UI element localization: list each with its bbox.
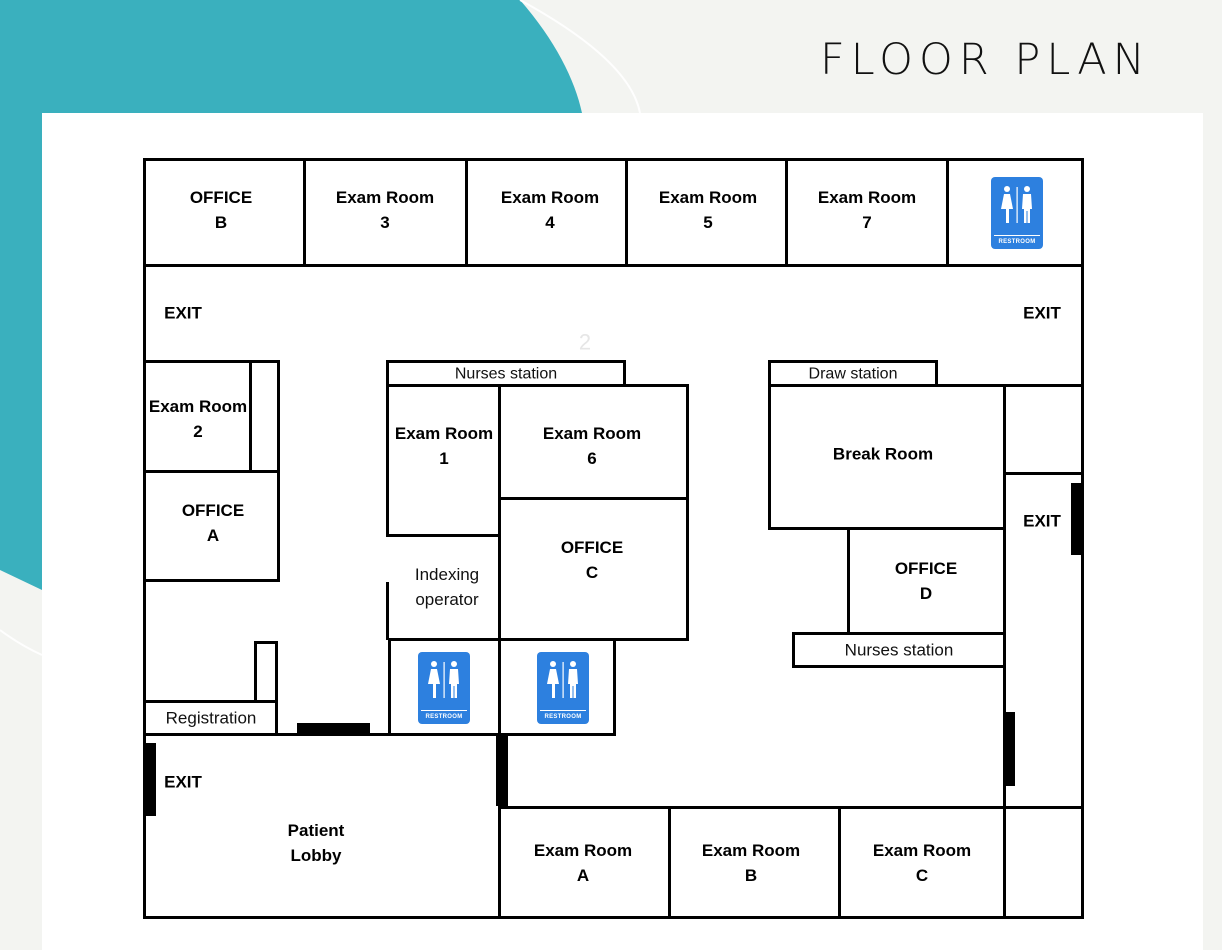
room-office-a[interactable]	[143, 470, 280, 582]
room-patient-lobby[interactable]	[143, 733, 501, 919]
lobby-inner-door	[496, 734, 508, 806]
label-nurses-station-right: Nurses station	[844, 640, 954, 660]
lobby-door	[297, 723, 370, 733]
nurses-station-right[interactable]	[792, 632, 1006, 668]
restroom-sign-label: RESTROOM	[540, 710, 586, 720]
exit-door-lobby	[145, 743, 156, 816]
exit-label-right: EXIT	[1023, 511, 1061, 531]
room-office-c[interactable]	[498, 497, 689, 641]
draw-station[interactable]	[768, 360, 938, 387]
nurses-station-center[interactable]	[386, 360, 626, 387]
room-exam-4[interactable]	[465, 158, 628, 267]
restroom-sign-label: RESTROOM	[994, 235, 1040, 245]
restroom-icon: RESTROOM	[991, 177, 1043, 249]
stray-mark: 2	[578, 329, 592, 355]
label-draw-station: Draw station	[808, 365, 898, 383]
room-exam-7[interactable]	[785, 158, 949, 267]
label-registration: Registration	[165, 708, 257, 728]
page-title: FLOOR PLAN	[820, 35, 1151, 85]
closet-exam-2	[249, 360, 280, 473]
room-exam-6[interactable]	[498, 384, 689, 500]
room-bottom-right	[1003, 806, 1084, 919]
corridor-door-right	[1003, 712, 1015, 786]
room-exam-3[interactable]	[303, 158, 468, 267]
room-exam-b[interactable]	[668, 806, 841, 919]
label-nurses-station-center: Nurses station	[454, 365, 558, 383]
exit-door-right	[1071, 483, 1082, 555]
indexing-wall	[386, 582, 389, 640]
exit-corridor-right	[1003, 472, 1084, 809]
registration-divider	[254, 641, 278, 703]
restroom-icon: RESTROOM	[418, 652, 470, 724]
room-exam-a[interactable]	[498, 806, 671, 919]
corridor-wall-right	[143, 264, 1084, 267]
restroom-icon: RESTROOM	[537, 652, 589, 724]
room-exam-c[interactable]	[838, 806, 1006, 919]
room-office-b[interactable]	[143, 158, 306, 267]
label-break-room: Break Room	[832, 444, 934, 464]
room-right-closet	[1003, 384, 1084, 475]
exit-label-top-left: EXIT	[164, 303, 202, 323]
exit-label-lobby: EXIT	[164, 772, 202, 792]
room-exam-5[interactable]	[625, 158, 788, 267]
exit-label-top-right: EXIT	[1023, 303, 1061, 323]
restroom-sign-label: RESTROOM	[421, 710, 467, 720]
room-break-room[interactable]	[768, 384, 1006, 530]
